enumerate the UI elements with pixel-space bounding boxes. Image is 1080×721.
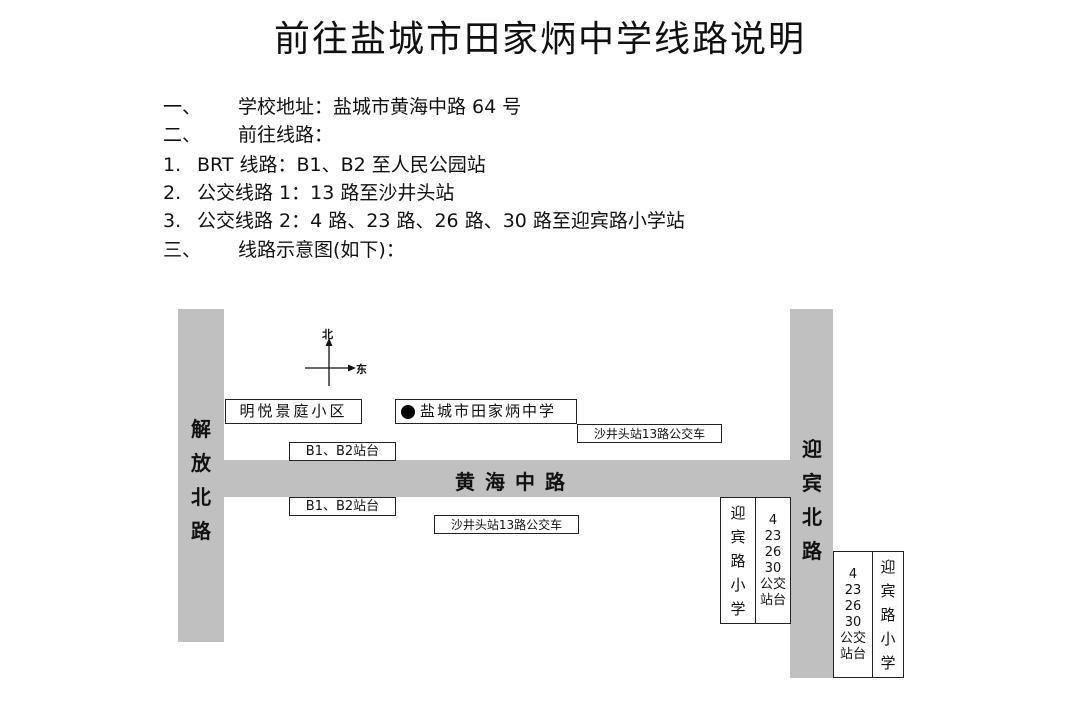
- stop-yingbin-west-routes: 4 23 26 30 公交 站台: [755, 498, 790, 623]
- compass-arrows-icon: [305, 338, 356, 386]
- route-number: 4: [768, 512, 778, 528]
- compass-north-label: 北: [322, 328, 333, 341]
- section-text: 前往线路：: [238, 124, 334, 146]
- section-text: BRT 线路：B1、B2 至人民公园站: [197, 154, 486, 176]
- compass-east-label: 东: [356, 363, 367, 376]
- section-number: 2.: [163, 182, 182, 204]
- section-text: 公交线路 1：13 路至沙井头站: [197, 182, 455, 204]
- stop-yingbin-west-name: 迎 宾 路 小 学: [721, 498, 755, 623]
- stop-yingbin-east-name: 迎 宾 路 小 学: [872, 552, 903, 677]
- landmark-community: 明悦景庭小区: [225, 399, 362, 424]
- stop-name-char: 学: [880, 653, 896, 672]
- section-number: 二、: [163, 124, 202, 146]
- stop-name-char: 迎: [730, 503, 746, 522]
- stop-name-char: 宾: [730, 527, 746, 546]
- stop-name-char: 学: [730, 599, 746, 618]
- landmark-school: 盐城市田家炳中学: [395, 399, 577, 424]
- stop-bus13-north: 沙井头站13路公交车: [577, 424, 722, 443]
- stop-name-char: 迎: [880, 557, 896, 576]
- stop-yingbin-east: 4 23 26 30 公交 站台 迎 宾 路 小 学: [833, 551, 904, 678]
- school-name: 盐城市田家炳中学: [420, 402, 557, 420]
- stop-brt-south: B1、B2站台: [289, 497, 396, 516]
- route-label: 公交: [839, 630, 866, 646]
- stop-name-char: 小: [880, 629, 896, 648]
- section-text: 公交线路 2：4 路、23 路、26 路、30 路至迎宾路小学站: [197, 210, 685, 232]
- section-number: 3.: [163, 210, 182, 232]
- stop-yingbin-east-routes: 4 23 26 30 公交 站台: [834, 552, 872, 677]
- section-text: 学校地址：盐城市黄海中路 64 号: [238, 96, 522, 118]
- route-label: 公交: [759, 576, 786, 592]
- route-number: 23: [764, 528, 782, 544]
- section-text: 线路示意图(如下)：: [238, 239, 405, 261]
- route-label: 站台: [839, 646, 866, 662]
- road-char: 路: [191, 519, 211, 543]
- road-char: 宾: [802, 471, 822, 495]
- section-map-heading: 三、 线路示意图(如下)：: [163, 237, 405, 263]
- section-address: 一、 学校地址：盐城市黄海中路 64 号: [163, 94, 521, 120]
- route-brt: 1. BRT 线路：B1、B2 至人民公园站: [163, 152, 486, 178]
- road-label-east: 迎 宾 北 路: [800, 432, 824, 568]
- road-label-middle: 黄海中路: [455, 470, 575, 494]
- section-routes-heading: 二、 前往线路：: [163, 122, 333, 148]
- road-west: [178, 309, 224, 642]
- road-char: 路: [802, 539, 822, 563]
- stop-name-char: 路: [730, 551, 746, 570]
- page-title: 前往盐城市田家炳中学线路说明: [273, 19, 806, 60]
- road-char: 北: [802, 505, 822, 529]
- road-char: 解: [191, 417, 211, 441]
- route-number: 4: [848, 566, 858, 582]
- stop-bus13-south: 沙井头站13路公交车: [434, 515, 579, 534]
- route-number: 26: [844, 598, 862, 614]
- route-number: 30: [844, 614, 862, 630]
- stop-yingbin-west: 迎 宾 路 小 学 4 23 26 30 公交 站台: [720, 497, 791, 624]
- school-marker-icon: [401, 404, 415, 419]
- stop-brt-north: B1、B2站台: [289, 442, 396, 461]
- section-number: 1.: [163, 154, 182, 176]
- stop-name-char: 小: [730, 575, 746, 594]
- section-number: 一、: [163, 96, 202, 118]
- section-number: 三、: [163, 239, 202, 261]
- road-char: 放: [191, 451, 211, 475]
- route-label: 站台: [759, 592, 786, 608]
- route-number: 30: [764, 560, 782, 576]
- stop-name-char: 路: [880, 605, 896, 624]
- road-middle: [224, 460, 790, 497]
- route-bus-2: 3. 公交线路 2：4 路、23 路、26 路、30 路至迎宾路小学站: [163, 208, 685, 234]
- road-label-west: 解 放 北 路: [189, 412, 213, 548]
- road-char: 北: [191, 485, 211, 509]
- route-bus-1: 2. 公交线路 1：13 路至沙井头站: [163, 180, 454, 206]
- road-char: 迎: [802, 437, 822, 461]
- stop-name-char: 宾: [880, 581, 896, 600]
- road-east: [790, 309, 833, 678]
- route-number: 23: [844, 582, 862, 598]
- route-number: 26: [764, 544, 782, 560]
